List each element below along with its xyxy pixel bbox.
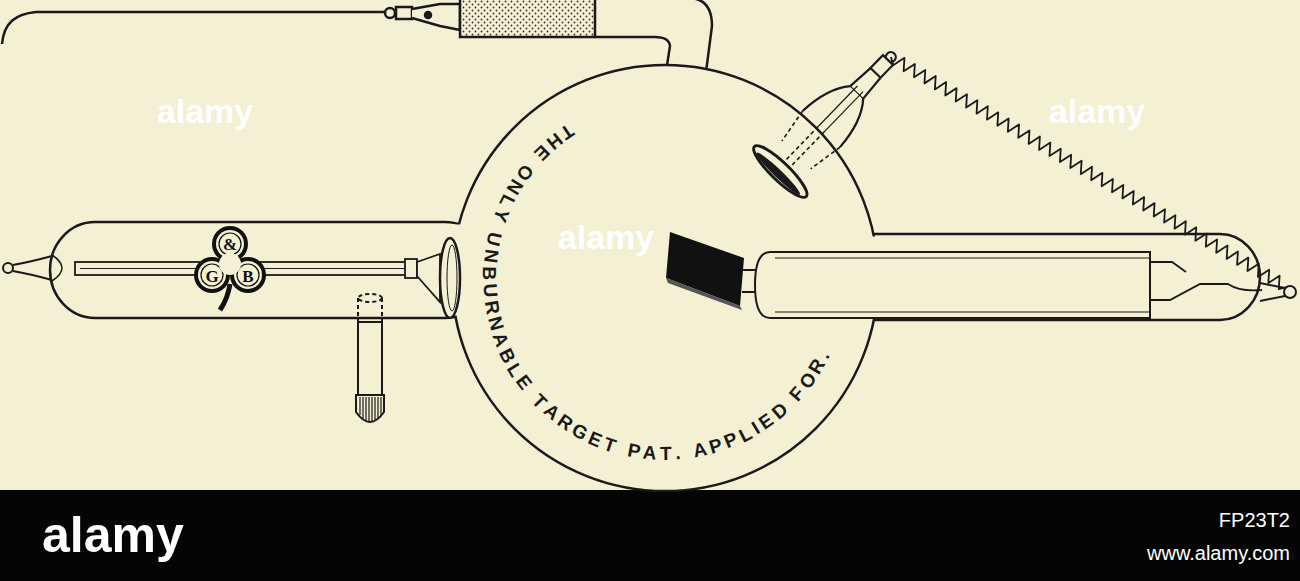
logo-shamrock: &G B xyxy=(190,222,270,314)
cathode xyxy=(440,238,460,318)
auxiliary-electrode xyxy=(754,150,803,197)
inscription-letter: R xyxy=(481,299,502,316)
cathode-cap xyxy=(13,256,52,280)
logo-letter: B xyxy=(242,268,253,285)
shamrock-center xyxy=(219,253,241,275)
side-tube xyxy=(358,322,382,395)
anode xyxy=(1150,262,1262,300)
watermark: alamy xyxy=(1049,94,1145,128)
shamrock-inner-line xyxy=(219,233,241,255)
bottom-bar xyxy=(0,490,1300,581)
auxiliary-electrode xyxy=(748,140,812,203)
lead-wire xyxy=(385,8,395,18)
cathode xyxy=(447,245,457,311)
inscription-letter: N xyxy=(481,248,502,264)
coiled-wire xyxy=(891,57,1287,289)
inscription-letter xyxy=(683,442,691,462)
glass-bulb xyxy=(50,222,490,318)
cathode-cap xyxy=(3,263,13,273)
inscription-letter: A xyxy=(691,439,708,460)
cathode-cap xyxy=(3,255,62,281)
auxiliary-electrode xyxy=(870,55,893,78)
anode xyxy=(1260,283,1285,301)
auxiliary-electrode xyxy=(850,86,863,99)
inscription-letter: . xyxy=(675,443,682,462)
lead-wire xyxy=(425,12,431,18)
inscription-letter: U xyxy=(483,231,505,249)
cathode xyxy=(417,254,440,302)
anode xyxy=(742,270,756,292)
lead-wire xyxy=(412,4,460,30)
auxiliary-electrode xyxy=(818,86,863,132)
logo-letter: & xyxy=(223,236,237,253)
vacuum-regulator xyxy=(460,0,595,37)
image-id: FP23T2 xyxy=(1219,510,1290,530)
target xyxy=(666,232,744,310)
brand-logo: alamy xyxy=(42,510,184,560)
watermark: alamy xyxy=(157,94,253,128)
cathode xyxy=(405,259,417,278)
cathode xyxy=(75,238,460,318)
anode xyxy=(775,258,1150,312)
inscription-letter: T xyxy=(601,434,618,456)
anode xyxy=(755,252,1150,318)
watermark: alamy xyxy=(558,220,654,254)
anode xyxy=(742,252,1296,318)
side-tube xyxy=(358,294,382,302)
cathode-cap xyxy=(52,255,62,281)
inscription-letter: T xyxy=(660,444,672,463)
glass-bulb xyxy=(50,65,1260,491)
target xyxy=(666,278,742,310)
lead-wire xyxy=(396,7,412,19)
side-tube xyxy=(356,294,384,422)
auxiliary-electrode xyxy=(803,55,895,147)
lead-wire xyxy=(2,12,384,44)
inscription-letter: P xyxy=(626,440,642,461)
logo-letter: G xyxy=(205,268,218,285)
inscription-letter: U xyxy=(480,283,500,298)
coiled-wire xyxy=(891,57,1287,289)
web-address: www.alamy.com xyxy=(1147,543,1290,563)
side-tube xyxy=(356,395,384,422)
inscription-letter xyxy=(617,438,627,458)
auxiliary-electrode xyxy=(748,29,920,203)
inscription-letter: A xyxy=(642,443,657,463)
side-tube xyxy=(360,397,381,422)
curved-inscription: THE ONLY UNBURNABLE TARGET PAT. APPLIED … xyxy=(440,55,890,505)
lead-wire xyxy=(2,4,460,44)
inscription-letter: B xyxy=(480,266,499,280)
vacuum-regulator xyxy=(595,0,712,72)
